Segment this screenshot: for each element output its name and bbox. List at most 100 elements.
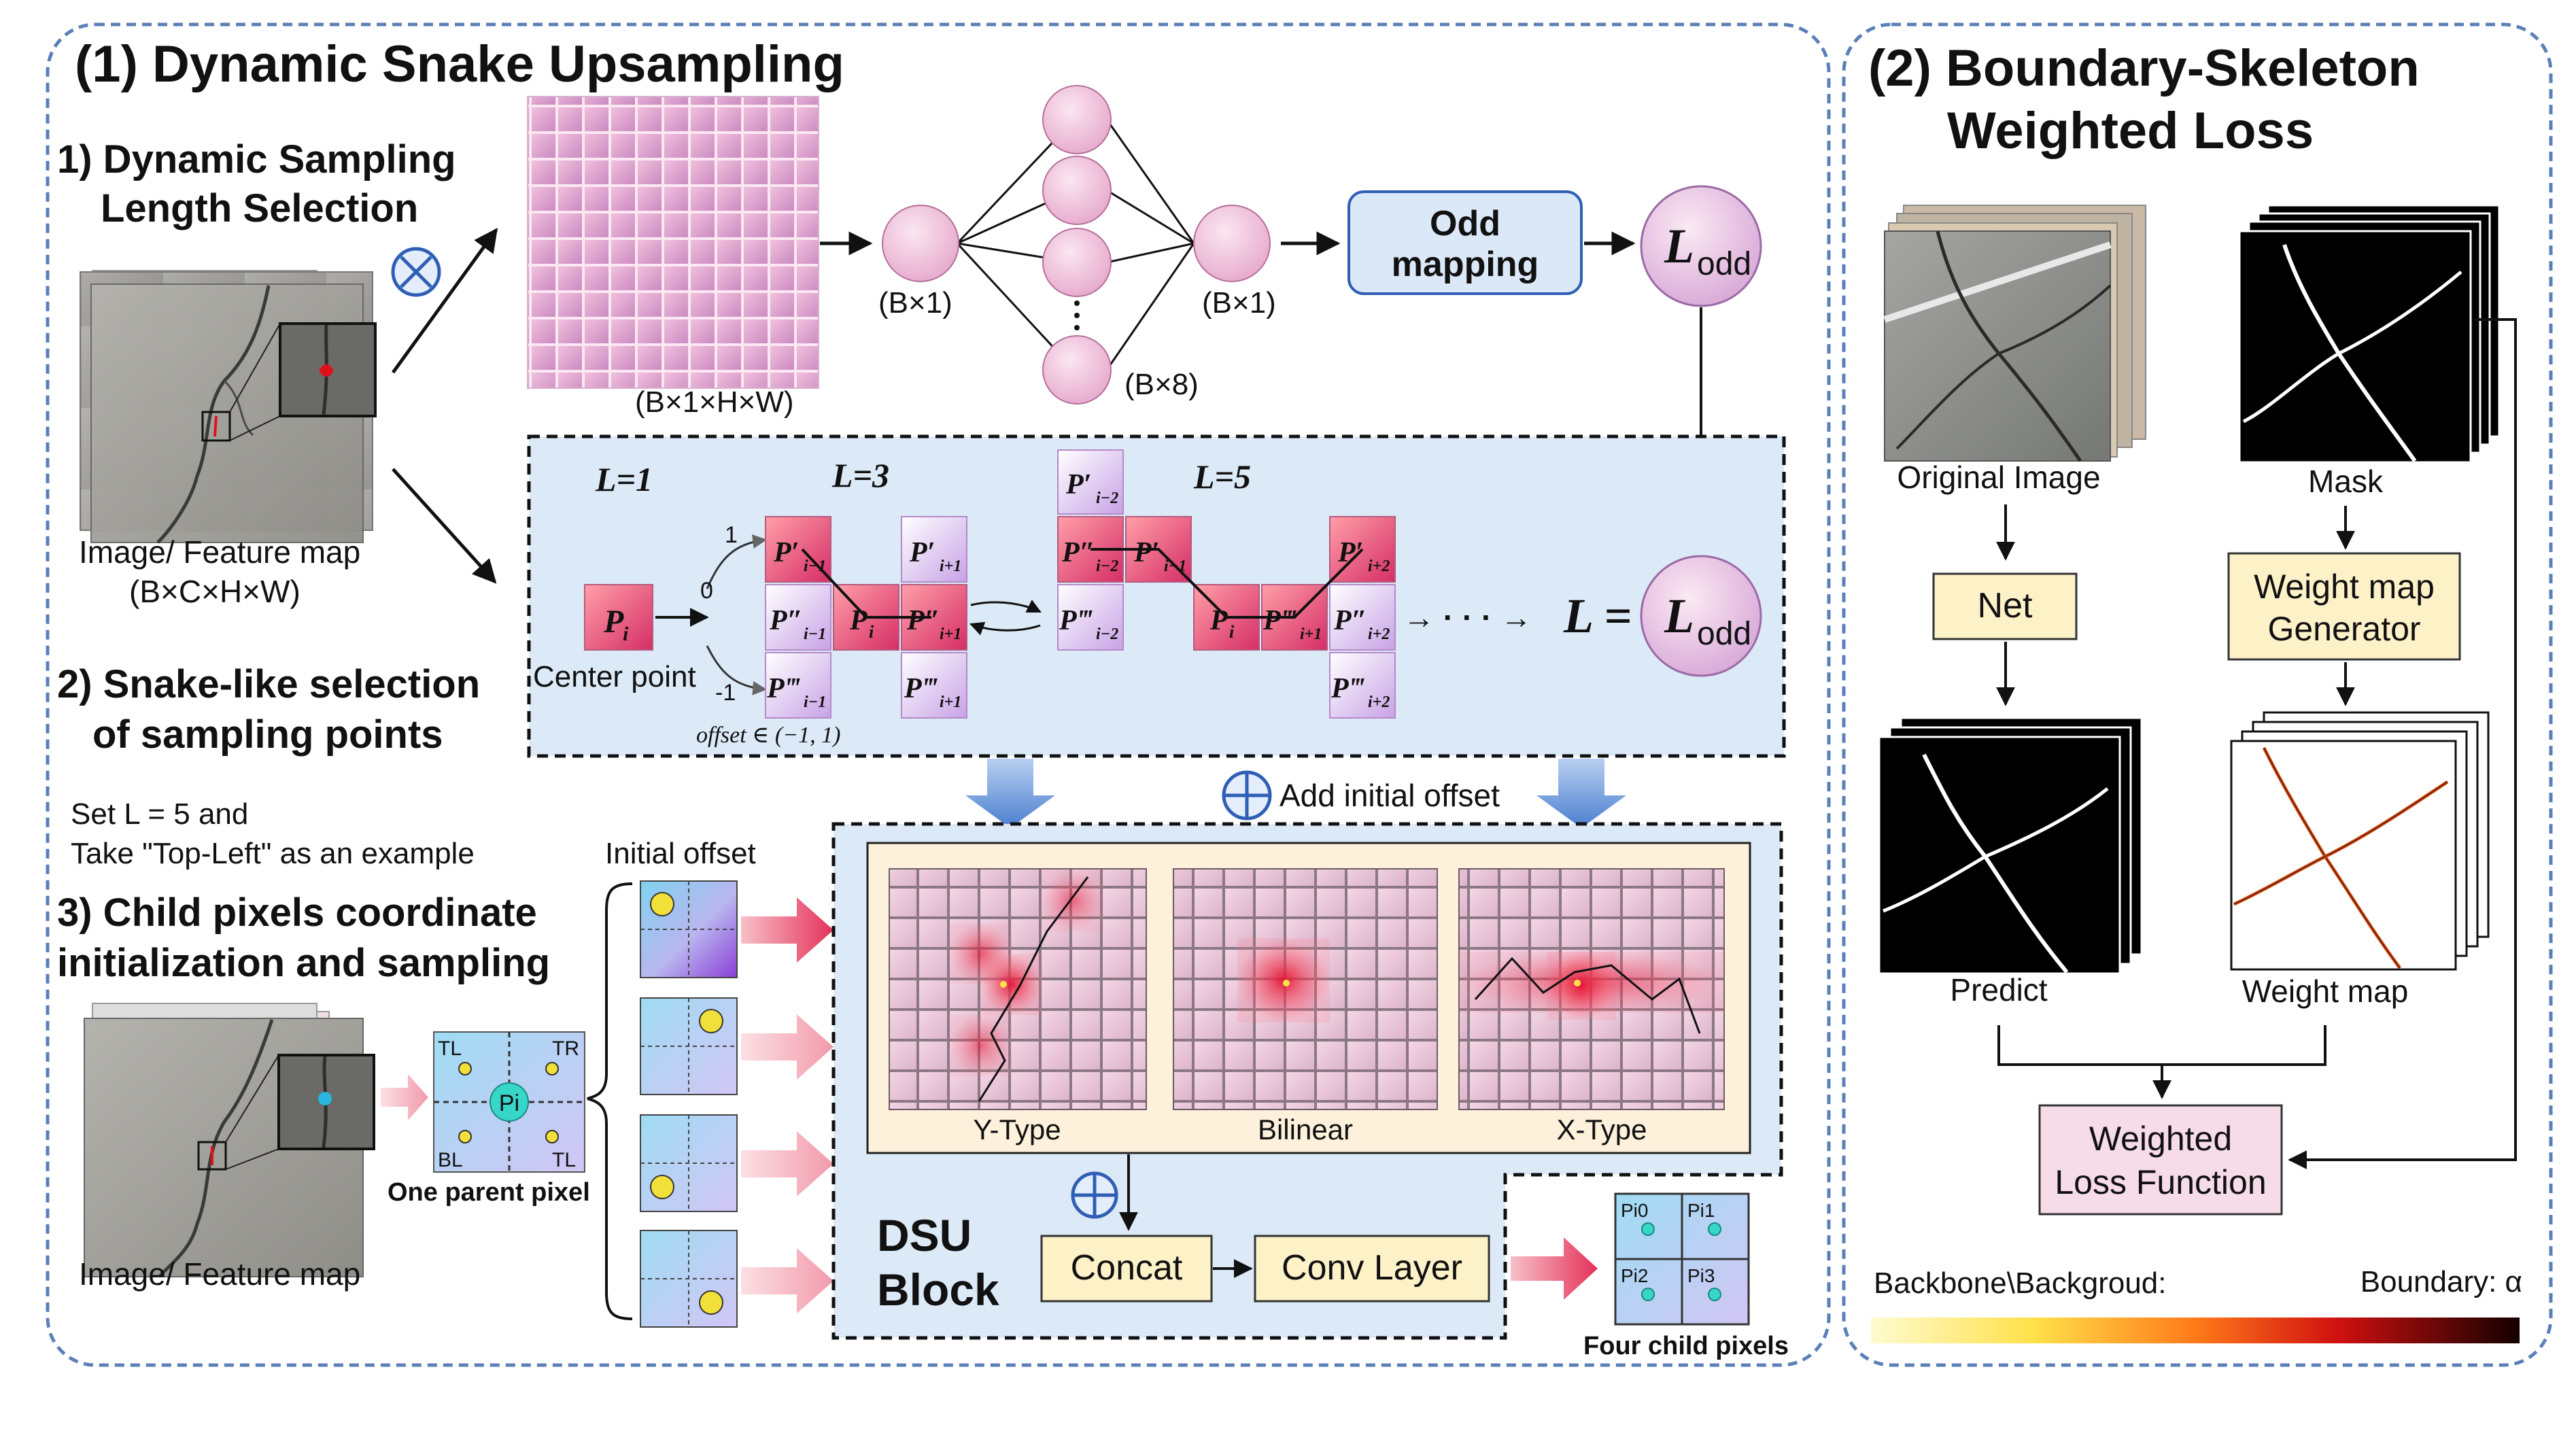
odd-mapping-line2: mapping — [1392, 245, 1539, 284]
feature-map-label: Image/ Feature map — [79, 534, 360, 570]
grid-dims: (B×1×H×W) — [635, 385, 794, 419]
offset-range: offset ∈ (−1, 1) — [696, 723, 840, 748]
svg-text:i+2: i+2 — [1368, 625, 1390, 643]
svg-text:P′: P′ — [773, 537, 799, 568]
arrow-to-snake — [392, 468, 497, 584]
loss-line1: Weighted — [2089, 1120, 2232, 1158]
bilinear-grid — [1173, 868, 1438, 1110]
step1-line1: 1) Dynamic Sampling — [57, 137, 456, 182]
l-equals: L = — [1563, 589, 1632, 643]
offset-arrows — [741, 897, 834, 1313]
right-title-line1: (2) Boundary-Skeleton — [1868, 39, 2420, 97]
weight-generator-box — [2227, 552, 2461, 661]
svg-text:i+2: i+2 — [1368, 557, 1390, 575]
label-l1: L=1 — [595, 460, 653, 498]
arrow-to-parent — [381, 1074, 428, 1120]
step2-line1: 2) Snake-like selection — [57, 662, 480, 706]
svg-text:i−1: i−1 — [804, 625, 826, 643]
svg-text:TL: TL — [438, 1037, 462, 1060]
mask-to-loss-arrow — [2288, 318, 2517, 1169]
arrow-to-child — [1511, 1237, 1598, 1300]
weight-map-label: Weight map — [2242, 974, 2409, 1009]
example-line2: Take "Top-Left" as an example — [71, 837, 475, 870]
weighted-loss-box — [2038, 1104, 2283, 1216]
otimes-icon — [391, 247, 441, 297]
feature-map-label-2: Image/ Feature map — [79, 1256, 360, 1292]
svg-text:L: L — [1664, 219, 1694, 273]
y-type-grid — [889, 868, 1147, 1110]
svg-text:i+2: i+2 — [1368, 693, 1390, 711]
concat-box — [1040, 1235, 1213, 1303]
l-odd-bottom: L odd — [1640, 555, 1762, 677]
step3-line1: 3) Child pixels coordinate — [57, 891, 537, 935]
svg-text:P″: P″ — [1061, 537, 1095, 568]
parent-pixel: Pi TL TR BL TL — [433, 1031, 585, 1173]
svg-text:i: i — [869, 622, 874, 642]
attention-grid — [527, 96, 819, 389]
snake-selection-box — [527, 434, 1786, 758]
initial-offset-squares — [640, 880, 738, 1328]
down-arrow-left — [965, 759, 1055, 828]
svg-text:P″: P″ — [769, 605, 803, 636]
center-point-cell: P i — [584, 584, 653, 651]
example-line1: Set L = 5 and — [71, 797, 248, 831]
predict-label: Predict — [1950, 972, 2047, 1008]
node-hidden-label: (B×8) — [1124, 368, 1199, 401]
svg-text:Pi2: Pi2 — [1621, 1265, 1648, 1286]
svg-text:i: i — [623, 623, 629, 645]
add-initial-offset: Add initial offset — [1280, 778, 1500, 813]
node-in-label: (B×1) — [878, 286, 952, 320]
svg-text:P′: P′ — [909, 537, 935, 568]
svg-text:odd: odd — [1697, 246, 1751, 282]
conv-layer-label: Conv Layer — [1282, 1248, 1462, 1288]
boundary-label: Boundary: α — [2360, 1265, 2522, 1298]
svg-text:i−1: i−1 — [804, 693, 826, 711]
net-box — [1932, 572, 2078, 640]
original-image-stack — [1883, 205, 2146, 462]
svg-text:P‴: P‴ — [1330, 673, 1365, 704]
svg-text:P‴: P‴ — [1059, 605, 1093, 636]
backbone-label: Backbone\Backgroud: — [1874, 1267, 2167, 1300]
concat-label: Concat — [1071, 1248, 1183, 1288]
label-l3: L=3 — [831, 456, 889, 494]
right-panel-border — [1842, 22, 2553, 1367]
feature-map-stack-2 — [84, 1003, 375, 1277]
center-point-label: Center point — [533, 660, 696, 693]
svg-text:i−2: i−2 — [1096, 489, 1118, 507]
original-image-label: Original Image — [1897, 460, 2100, 495]
conv-layer-box — [1254, 1235, 1490, 1303]
svg-text:P″: P″ — [906, 605, 940, 636]
bilinear-label: Bilinear — [1258, 1114, 1353, 1146]
left-title: (1) Dynamic Snake Upsampling — [75, 35, 844, 93]
svg-text:P″: P″ — [1333, 605, 1367, 636]
svg-text:i−2: i−2 — [1096, 557, 1118, 575]
weight-gen-line1: Weight map — [2254, 568, 2435, 606]
left-panel-border — [46, 22, 1831, 1367]
svg-text:P: P — [603, 604, 624, 640]
initial-offset-label: Initial offset — [605, 837, 756, 870]
mask-label: Mask — [2308, 464, 2384, 499]
x-type-grid — [1458, 868, 1725, 1110]
odd-mapping-box — [1347, 190, 1583, 295]
weight-map-stack — [2230, 711, 2490, 971]
dsu-line1: DSU — [877, 1210, 972, 1260]
svg-text:Pi1: Pi1 — [1687, 1200, 1715, 1221]
weight-gen-line2: Generator — [2267, 610, 2420, 648]
offset-brace — [587, 882, 633, 1320]
odd-mapping-line1: Odd — [1430, 204, 1500, 243]
y-type-label: Y-Type — [973, 1114, 1061, 1146]
step2-line2: of sampling points — [92, 712, 443, 757]
feature-map-stack — [80, 270, 377, 544]
svg-text:i+1: i+1 — [940, 557, 961, 575]
svg-text:Pi3: Pi3 — [1687, 1265, 1715, 1286]
svg-text:i−2: i−2 — [1096, 625, 1118, 643]
feature-map-dims: (B×C×H×W) — [129, 574, 300, 609]
oplus-icon — [1222, 770, 1272, 821]
svg-text:i+1: i+1 — [940, 625, 961, 643]
svg-text:BL: BL — [438, 1149, 463, 1171]
svg-text:TR: TR — [552, 1037, 579, 1060]
one-parent-pixel: One parent pixel — [388, 1178, 590, 1207]
